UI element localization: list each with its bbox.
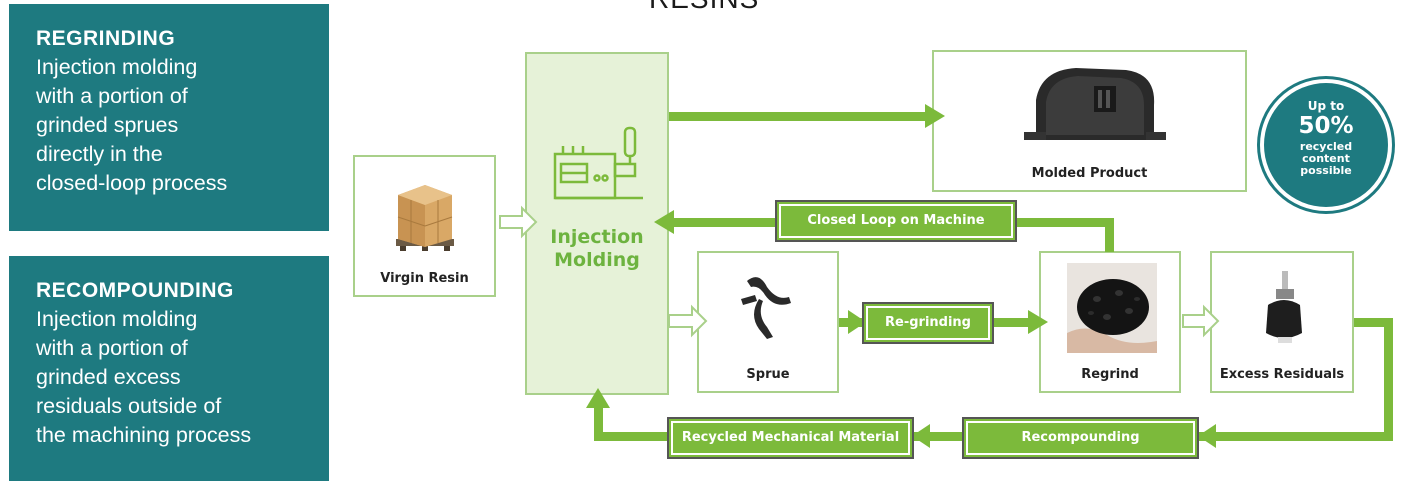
return-arrowhead-1 bbox=[1198, 424, 1216, 448]
regrinding-panel: REGRINDING Injection molding with a port… bbox=[9, 4, 329, 231]
regrind-box: Regrind bbox=[1039, 251, 1181, 393]
recompounding-title: RECOMPOUNDING bbox=[36, 279, 234, 302]
closed-loop-step: Closed Loop on Machine bbox=[777, 202, 1015, 240]
injection-molding-label-line: Molding bbox=[554, 249, 640, 271]
closed-loop-riser bbox=[1105, 222, 1114, 252]
badge-percentage: 50% bbox=[1298, 113, 1354, 139]
regrinding-line: grinded sprues bbox=[36, 113, 179, 137]
molding-to-product-line bbox=[669, 112, 927, 121]
virgin-resin-box: Virgin Resin bbox=[353, 155, 496, 297]
excess-residuals-label: Excess Residuals bbox=[1219, 367, 1345, 382]
injection-molding-label: Injection Molding bbox=[527, 226, 667, 272]
regrinding-line: closed-loop process bbox=[36, 171, 228, 195]
regrinding-title: REGRINDING bbox=[36, 27, 176, 50]
excess-residuals-icon bbox=[1266, 271, 1302, 343]
injection-molding-label-line: Injection bbox=[550, 226, 644, 248]
virgin-to-molding-arrow bbox=[499, 205, 538, 239]
regrinding-line: with a portion of bbox=[36, 84, 188, 108]
injection-molding-box bbox=[525, 52, 669, 395]
sprue-pointer-arrowhead bbox=[848, 310, 866, 334]
recompounding-line: residuals outside of bbox=[36, 394, 222, 418]
diagram-title: RESINS bbox=[649, 0, 759, 15]
badge-line: Up to bbox=[1307, 99, 1345, 113]
return-arrowhead-2 bbox=[912, 424, 930, 448]
regrinding-description: Injection molding with a portion of grin… bbox=[36, 53, 315, 198]
recompounding-line: the machining process bbox=[36, 423, 252, 447]
return-up-arrowhead bbox=[586, 388, 610, 408]
sprue-label: Sprue bbox=[746, 367, 790, 382]
pallet-boxes-icon bbox=[396, 185, 454, 251]
molding-to-sprue-arrow bbox=[668, 304, 708, 338]
regrinding-step: Re-grinding bbox=[864, 304, 992, 342]
recompounding-line: with a portion of bbox=[36, 336, 188, 360]
excess-residuals-box: Excess Residuals bbox=[1210, 251, 1354, 393]
molded-product-box: Molded Product bbox=[932, 50, 1247, 192]
regrind-to-residuals-arrow bbox=[1182, 304, 1220, 338]
molded-part-icon bbox=[1024, 68, 1166, 140]
recompounding-panel: RECOMPOUNDING Injection molding with a p… bbox=[9, 256, 329, 481]
recycled-content-badge: Up to 50% recycled content possible bbox=[1264, 83, 1388, 207]
badge-line: recycled bbox=[1299, 140, 1353, 153]
residuals-side-drop bbox=[1354, 318, 1384, 327]
regrinding-line: directly in the bbox=[36, 142, 163, 166]
recompounding-step: Recompounding bbox=[964, 419, 1197, 457]
recompounding-description: Injection molding with a portion of grin… bbox=[36, 305, 315, 450]
recompounding-line: Injection molding bbox=[36, 307, 198, 331]
sprue-to-regrind-arrowhead bbox=[1028, 310, 1048, 334]
return-up-line bbox=[594, 408, 603, 441]
badge-caption: recycled content possible bbox=[1264, 141, 1388, 177]
regrind-pellets-icon bbox=[1067, 263, 1157, 353]
regrinding-line: Injection molding bbox=[36, 55, 198, 79]
recycled-material-step: Recycled Mechanical Material bbox=[669, 419, 912, 457]
regrind-label: Regrind bbox=[1081, 367, 1139, 382]
badge-line: content bbox=[1302, 152, 1350, 165]
residuals-right-line bbox=[1384, 318, 1393, 441]
badge-line: possible bbox=[1300, 164, 1352, 177]
recompounding-line: grinded excess bbox=[36, 365, 181, 389]
injection-machine-icon bbox=[553, 126, 643, 200]
molding-to-product-arrowhead bbox=[925, 104, 945, 128]
molded-product-label: Molded Product bbox=[1031, 166, 1148, 181]
sprue-icon bbox=[741, 277, 791, 339]
virgin-resin-label: Virgin Resin bbox=[380, 271, 469, 286]
closed-loop-arrowhead bbox=[654, 210, 674, 234]
